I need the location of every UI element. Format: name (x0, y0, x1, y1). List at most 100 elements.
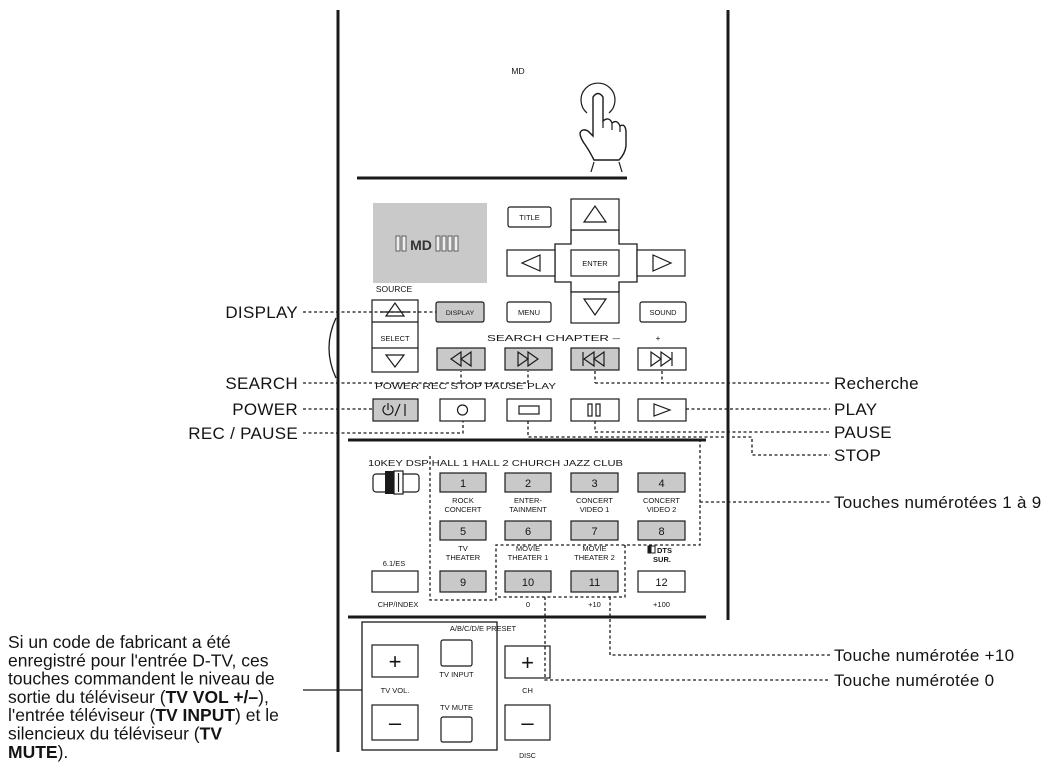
number-key-label: 1 (460, 478, 466, 490)
down-button (570, 291, 620, 324)
stop-icon (518, 405, 540, 415)
select-label: SELECT (380, 334, 410, 343)
leader-zero (544, 597, 830, 681)
leader-search (303, 371, 529, 384)
note-line: MUTE). (8, 742, 68, 762)
note-line: touches commandent le niveau de (8, 669, 275, 689)
sound-button-label: SOUND (649, 308, 677, 317)
number-key-1 (439, 472, 487, 493)
title-button-label: TITLE (519, 213, 539, 222)
number-key-label: 6 (525, 526, 531, 538)
md-label: MD (511, 66, 524, 76)
enter-button (570, 249, 620, 277)
note-bold: TV (200, 724, 223, 744)
pause-icon (587, 403, 601, 417)
note-line: enregistré pour l'entrée D-TV, ces (8, 650, 269, 670)
triangle-down-icon (582, 298, 608, 317)
tv-vol-up-sign: + (389, 649, 402, 674)
tv-input-label: TV INPUT (439, 670, 474, 679)
number-key-2 (504, 472, 552, 493)
note-line: silencieux du téléviseur (TV (8, 724, 222, 744)
note-line: sortie du téléviseur (TV VOL +/–), (8, 687, 269, 707)
callout-play: PLAY (834, 400, 877, 419)
mode-label: TAINMENT (509, 505, 547, 514)
mode-label: TV (458, 544, 468, 553)
callout-power: POWER (232, 400, 298, 419)
mode-label: ROCK (452, 496, 474, 505)
play-icon (653, 403, 672, 417)
sound-button (639, 301, 687, 323)
triangle-left-icon (520, 254, 541, 272)
tv-mute-label: TV MUTE (440, 703, 473, 712)
tv-vol-label: TV VOL. (381, 686, 410, 695)
chapter-previous-icon (582, 350, 605, 368)
right-button (636, 249, 686, 277)
note-text: ) et le (235, 705, 279, 725)
number-key-3 (570, 472, 619, 493)
ch-down-sign: – (521, 710, 534, 735)
number-key-label: 9 (460, 577, 466, 589)
search-forward-icon (517, 350, 540, 368)
number-key-10 (504, 570, 552, 593)
leader-stop (527, 421, 830, 456)
note-line: Si un code de fabricant a été (8, 632, 231, 652)
leader-number-keys (429, 437, 830, 601)
callout-plus-ten: Touche numérotée +10 (834, 646, 1014, 665)
mode-label: THEATER 1 (508, 553, 549, 562)
menu-button-label: MENU (518, 308, 540, 317)
note-text: l'entrée téléviseur ( (8, 705, 155, 725)
ch-label: CH (522, 686, 533, 695)
disc-label: DISC (519, 753, 536, 760)
number-key-label: 11 (589, 577, 600, 589)
number-key-9 (439, 570, 487, 593)
callout-stop: STOP (834, 446, 881, 465)
tv-mute-button (440, 716, 473, 743)
mode-label: MOVIE (582, 544, 606, 553)
power-standby-icon (382, 403, 406, 417)
ch-up-button (504, 645, 551, 679)
es-label: 6.1/ES (383, 559, 406, 568)
preset-label: A/B/C/D/E PRESET (450, 624, 517, 633)
number-key-5 (439, 520, 487, 541)
note-text: ), (258, 687, 269, 707)
mode-label: VIDEO 2 (647, 505, 677, 514)
callout-zero: Touche numérotée 0 (834, 671, 994, 690)
mode-label-sur: SUR. (653, 555, 671, 564)
number-key-12 (637, 570, 686, 593)
callout-number-keys: Touches numérotées 1 à 9 (834, 493, 1042, 512)
source-down-icon (384, 354, 406, 368)
up-button (570, 198, 620, 231)
search-back-icon (449, 350, 472, 368)
es-button (371, 570, 419, 593)
triangle-right-icon (652, 254, 673, 272)
note-text: sortie du téléviseur ( (8, 687, 166, 707)
dsp-mode-labels: 10KEY DSP HALL 1 HALL 2 CHURCH JAZZ CLUB (368, 458, 623, 468)
search-plus-label: + (656, 333, 661, 343)
side-bracket (328, 317, 337, 379)
note-bold: MUTE (8, 742, 58, 762)
leader-rec-pause (303, 421, 464, 434)
tv-vol-up-button (371, 644, 419, 678)
number-key-7 (570, 520, 619, 541)
search-chapter-label: SEARCH CHAPTER – (487, 333, 620, 343)
leader-pause (594, 421, 830, 433)
mode-label: ENTER- (514, 496, 542, 505)
transport-labels: POWER REC STOP PAUSE PLAY (375, 381, 556, 391)
leader-recherche (594, 371, 830, 384)
note-bold: TV VOL +/– (166, 687, 259, 707)
menu-button (506, 301, 552, 323)
pause-button (570, 398, 620, 422)
mode-label: THEATER (446, 553, 481, 562)
number-key-8 (637, 520, 686, 541)
stop-button (506, 398, 552, 422)
display-button-label: DISPLAY (446, 310, 475, 317)
number-key-label: 3 (591, 478, 597, 490)
ch-up-sign: + (521, 650, 534, 675)
tv-control-group-box (361, 621, 498, 751)
number-key-label: 2 (525, 478, 531, 490)
number-key-label: 4 (658, 478, 664, 490)
display-panel: MD (373, 203, 487, 283)
plus-hundred-label: +100 (653, 600, 670, 609)
mode-label: CONCERT (576, 496, 613, 505)
